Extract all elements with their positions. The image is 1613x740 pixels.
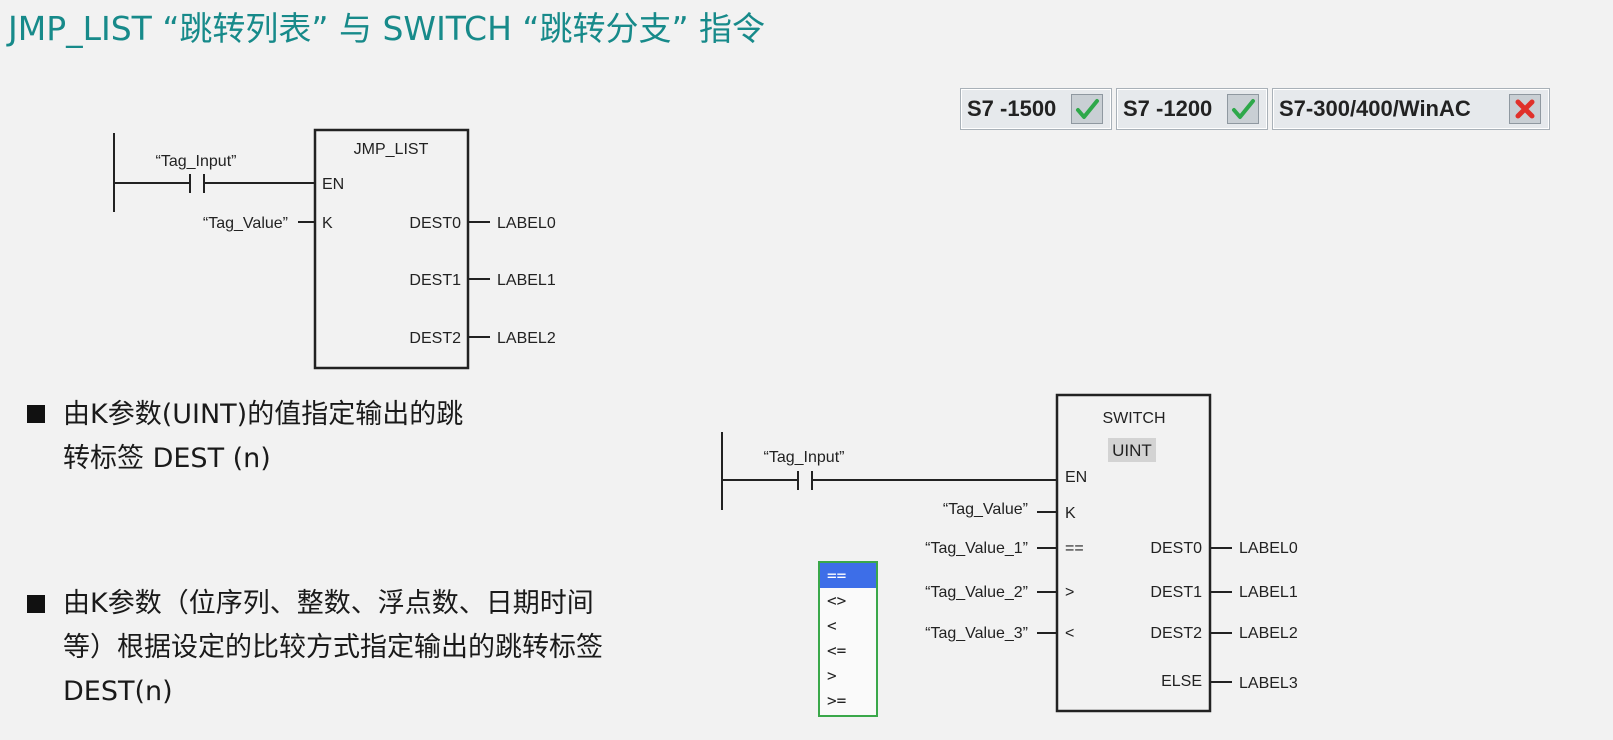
dropdown-option[interactable]: <= xyxy=(827,641,847,660)
check-icon xyxy=(1071,94,1103,124)
switch-label2: LABEL2 xyxy=(1239,625,1298,642)
bullet-line: 等）根据设定的比较方式指定输出的跳转标签 xyxy=(63,632,603,663)
switch-dest2-pin: DEST2 xyxy=(1150,625,1202,642)
switch-label3: LABEL3 xyxy=(1239,675,1298,692)
dropdown-option[interactable]: == xyxy=(820,563,876,588)
switch-type-badge xyxy=(1108,438,1156,462)
dropdown-option[interactable]: < xyxy=(827,616,837,635)
compat-label: S7 -1500 xyxy=(967,96,1057,121)
switch-label0: LABEL0 xyxy=(1239,540,1298,557)
switch-dest0-pin: DEST0 xyxy=(1150,540,1202,557)
jmp-label0: LABEL0 xyxy=(497,215,556,232)
switch-else-pin: ELSE xyxy=(1161,673,1202,690)
switch-dest1-pin: DEST1 xyxy=(1150,584,1202,601)
compat-label: S7-300/400/WinAC xyxy=(1279,96,1471,121)
check-icon xyxy=(1227,94,1259,124)
compat-badge-s7-1200: S7 -1200 xyxy=(1116,88,1268,130)
jmp-dest0-pin: DEST0 xyxy=(409,215,461,232)
switch-op-2: > xyxy=(1065,584,1074,601)
jmp-dest1-pin: DEST1 xyxy=(409,272,461,289)
bullet-line: 由K参数（位序列、整数、浮点数、日期时间 xyxy=(63,588,594,619)
dropdown-option[interactable]: >= xyxy=(827,691,847,710)
switch-contact-tag: “Tag_Input” xyxy=(764,449,845,466)
bullet-line: 由K参数(UINT)的值指定输出的跳 xyxy=(63,399,464,430)
cross-icon xyxy=(1509,94,1541,124)
jmp-list-diagram xyxy=(113,128,490,370)
bullet-text-1: 由K参数(UINT)的值指定输出的跳 转标签 DEST (n) xyxy=(63,393,463,481)
jmp-k-tag: “Tag_Value” xyxy=(203,215,288,232)
switch-k-tag: “Tag_Value” xyxy=(943,501,1028,518)
dropdown-option[interactable]: <> xyxy=(827,591,847,610)
switch-tag-value-3: “Tag_Value_3” xyxy=(925,625,1028,642)
jmp-label2: LABEL2 xyxy=(497,330,556,347)
switch-op-1: == xyxy=(1065,540,1084,557)
compat-badge-s7-300-400-winac: S7-300/400/WinAC xyxy=(1272,88,1550,130)
switch-label1: LABEL1 xyxy=(1239,584,1298,601)
bullet-text-2: 由K参数（位序列、整数、浮点数、日期时间 等）根据设定的比较方式指定输出的跳转标… xyxy=(63,582,603,714)
switch-en-pin: EN xyxy=(1065,469,1087,486)
jmp-k-pin: K xyxy=(322,215,333,232)
compat-label: S7 -1200 xyxy=(1123,96,1213,121)
switch-op-3: < xyxy=(1065,625,1074,642)
switch-diagram xyxy=(721,393,1232,713)
bullet-marker xyxy=(27,595,45,613)
jmp-contact-tag: “Tag_Input” xyxy=(156,153,237,170)
compare-operator-dropdown[interactable]: == <> < <= > >= xyxy=(818,561,878,717)
switch-block-title: SWITCH xyxy=(1102,410,1165,427)
page-title: JMP_LIST “跳转列表” 与 SWITCH “跳转分支” 指令 xyxy=(8,9,766,48)
bullet-marker xyxy=(27,405,45,423)
jmp-en-pin: EN xyxy=(322,176,344,193)
switch-k-pin: K xyxy=(1065,505,1076,522)
switch-tag-value-1: “Tag_Value_1” xyxy=(925,540,1028,557)
compat-badge-s7-1500: S7 -1500 xyxy=(960,88,1112,130)
switch-type: UINT xyxy=(1112,441,1152,460)
switch-tag-value-2: “Tag_Value_2” xyxy=(925,584,1028,601)
jmp-dest2-pin: DEST2 xyxy=(409,330,461,347)
dropdown-option[interactable]: > xyxy=(827,666,837,685)
jmp-block-title: JMP_LIST xyxy=(354,141,429,158)
bullet-line: 转标签 DEST (n) xyxy=(63,443,271,474)
jmp-label1: LABEL1 xyxy=(497,272,556,289)
bullet-line: DEST(n) xyxy=(63,676,173,707)
